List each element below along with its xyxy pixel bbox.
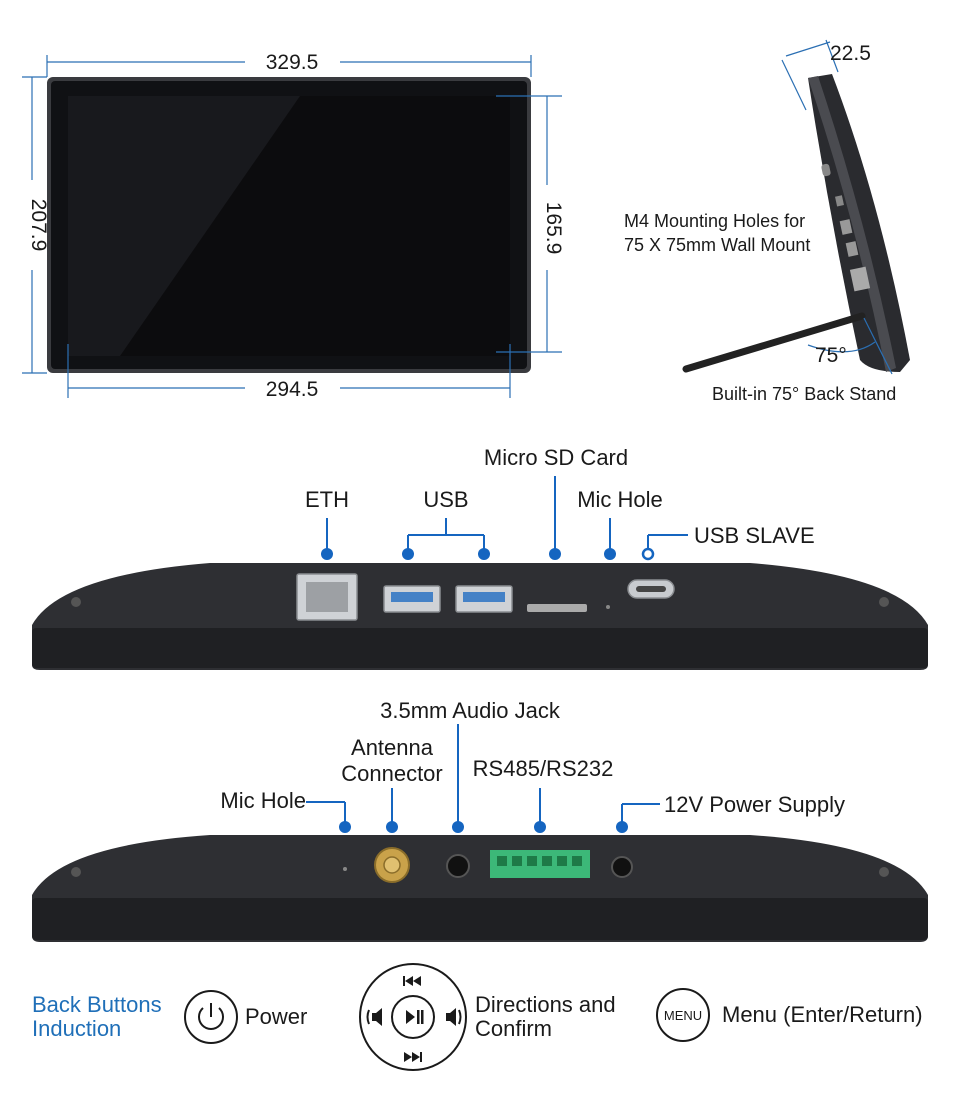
antenna-label-line1: Antenna [351, 735, 434, 760]
panel-ports-top: ETH USB Micro SD Card Mic Hole USB SLAVE [32, 445, 928, 670]
directions-label-line2: Confirm [475, 1016, 552, 1041]
audio-jack-label: 3.5mm Audio Jack [380, 698, 561, 723]
next-icon [404, 1052, 412, 1062]
side-view: 22.5 75° M4 Mounting Holes for 75 X 75mm… [624, 39, 910, 404]
power-label: Power [245, 1004, 307, 1029]
legend-title-line2: Induction [32, 1016, 121, 1041]
mic-hole-top-label: Mic Hole [577, 487, 663, 512]
power-supply-label: 12V Power Supply [664, 792, 845, 817]
width-inner-label: 294.5 [266, 378, 319, 401]
mic-hole-bottom [343, 867, 347, 871]
width-outer-label: 329.5 [266, 51, 319, 74]
volume-down-icon [372, 1008, 382, 1026]
directions-label-line1: Directions and [475, 992, 616, 1017]
volume-up-icon [446, 1008, 456, 1026]
stand-label: Built-in 75° Back Stand [712, 384, 896, 404]
menu-icon-text: MENU [664, 1008, 702, 1023]
depth-label: 22.5 [830, 42, 871, 65]
mic-hole-top [606, 605, 610, 609]
micro-sd-slot [527, 604, 587, 612]
mount-holes-line2: 75 X 75mm Wall Mount [624, 235, 810, 255]
buttons-legend: Back Buttons Induction Power Directions … [32, 963, 923, 1071]
mount-holes-line1: M4 Mounting Holes for [624, 211, 805, 231]
front-view: 329.5 294.5 207.9 165.9 [22, 51, 565, 401]
micro-sd-label: Micro SD Card [484, 445, 628, 470]
play-pause-icon [406, 1010, 415, 1024]
power-jack [611, 856, 633, 878]
side-eth-port [849, 266, 871, 292]
back-stand [682, 312, 866, 373]
rs485-label: RS485/RS232 [473, 756, 614, 781]
usb-slave-label: USB SLAVE [694, 523, 815, 548]
antenna-label-line2: Connector [341, 761, 443, 786]
menu-label: Menu (Enter/Return) [722, 1002, 923, 1027]
menu-icon [656, 988, 710, 1042]
height-inner-label: 165.9 [542, 202, 565, 255]
eth-label: ETH [305, 487, 349, 512]
panel-ports-bottom: 3.5mm Audio Jack Antenna Connector RS485… [32, 698, 928, 942]
audio-jack [446, 854, 470, 878]
legend-title-line1: Back Buttons [32, 992, 162, 1017]
previous-icon [403, 976, 405, 986]
usb-label: USB [423, 487, 468, 512]
angle-label: 75° [815, 344, 847, 367]
height-outer-label: 207.9 [27, 199, 50, 252]
mic-hole-bottom-label: Mic Hole [220, 788, 306, 813]
